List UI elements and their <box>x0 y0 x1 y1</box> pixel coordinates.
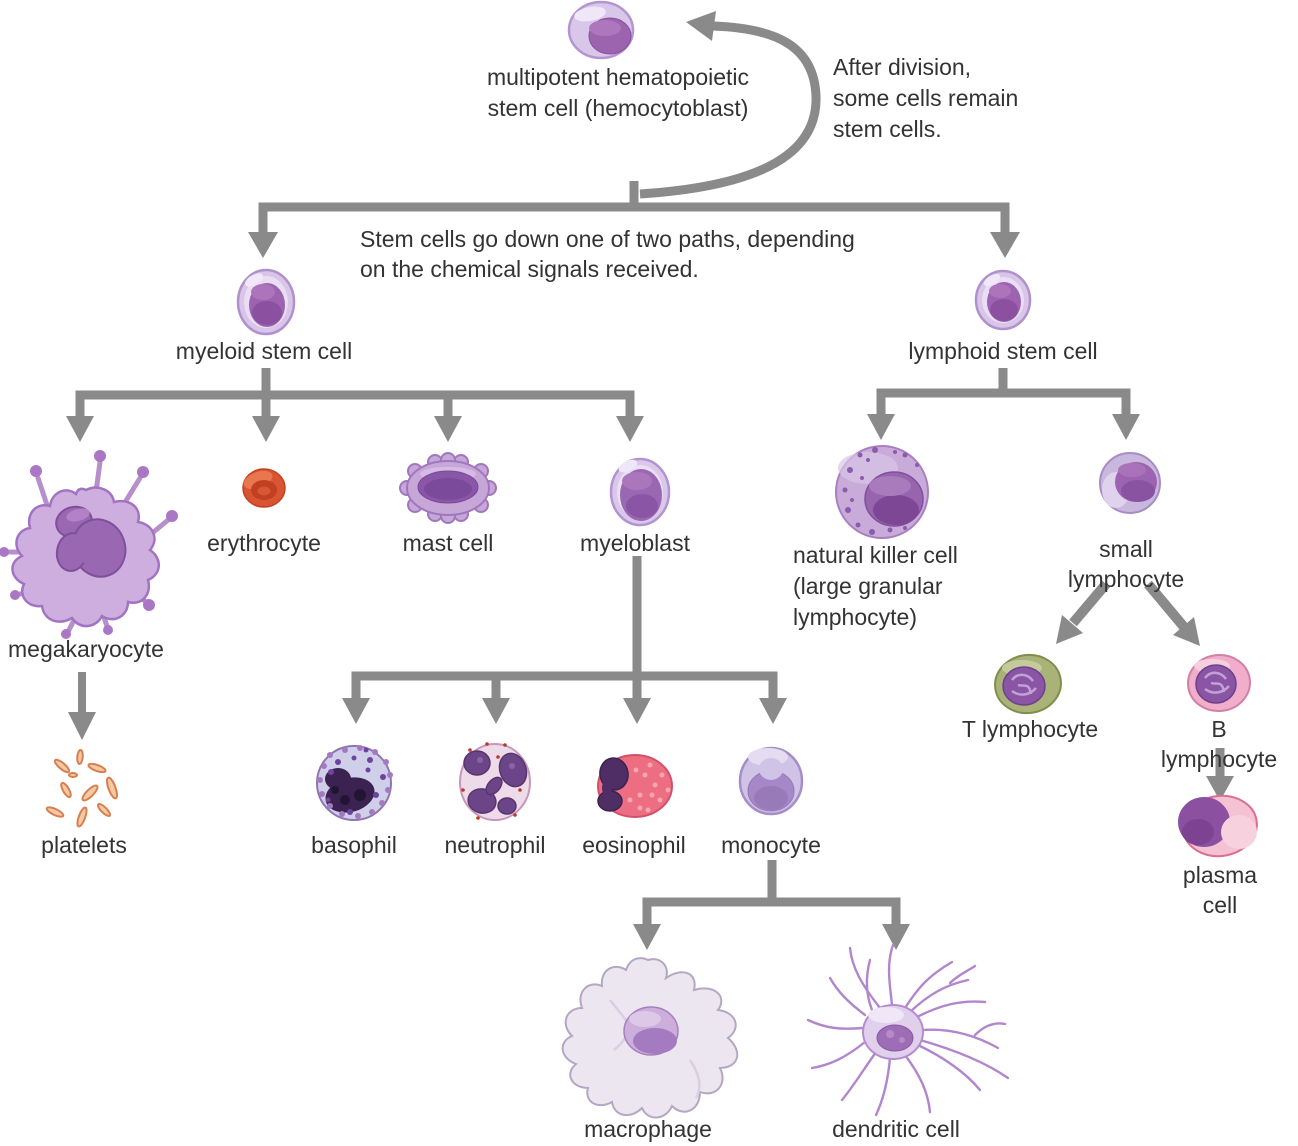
arrow-megakaryocyte-to-platelets <box>68 672 96 740</box>
macrophage-illustration <box>561 957 739 1119</box>
dendritic-cell-label: dendritic cell <box>832 1116 960 1142</box>
platelets-label: platelets <box>41 832 127 858</box>
neutrophil-illustration <box>459 742 531 821</box>
eosinophil-illustration <box>597 754 673 818</box>
myeloid-stem-cell-illustration <box>236 268 296 336</box>
myeloblast-illustration <box>609 457 671 527</box>
arrow-lymphoid-split <box>867 368 1140 440</box>
arrow-small-lymphocyte-to-t <box>1056 580 1110 644</box>
plasma-cell-illustration <box>1178 794 1258 858</box>
natural-killer-cell-label: natural killer cell (large granular lymp… <box>793 542 958 630</box>
platelets-illustration <box>45 749 118 828</box>
dendritic-cell-illustration <box>806 943 1010 1117</box>
mast-cell-illustration <box>399 452 497 524</box>
arrow-myeloblast-split <box>342 556 787 724</box>
basophil-label: basophil <box>311 832 397 858</box>
hemocytoblast-label: multipotent hematopoietic stem cell (hem… <box>486 64 750 121</box>
small-lymphocyte-label: small lymphocyte <box>1067 536 1185 592</box>
erythrocyte-label: erythrocyte <box>207 530 321 556</box>
myeloid-stem-cell-label: myeloid stem cell <box>175 338 353 364</box>
two-paths-note: Stem cells go down one of two paths, dep… <box>360 226 855 282</box>
megakaryocyte-illustration <box>0 450 178 639</box>
arrow-monocyte-split <box>633 860 910 950</box>
basophil-illustration <box>316 745 393 821</box>
t-lymphocyte-illustration <box>994 653 1062 715</box>
arrow-myeloid-split <box>66 368 644 442</box>
monocyte-illustration <box>738 746 804 816</box>
arrow-b-to-plasma <box>1206 748 1234 801</box>
monocyte-label: monocyte <box>721 832 821 858</box>
after-division-note: After division, some cells remain stem c… <box>833 54 1019 142</box>
neutrophil-label: neutrophil <box>444 832 546 858</box>
megakaryocyte-label: megakaryocyte <box>8 636 164 662</box>
hemocytoblast-cell-illustration <box>567 0 635 60</box>
erythrocyte-illustration <box>242 468 286 508</box>
plasma-cell-label: plasma cell <box>1182 862 1258 918</box>
lymphoid-stem-cell-illustration <box>974 269 1032 331</box>
t-lymphocyte-label: T lymphocyte <box>961 716 1099 742</box>
small-lymphocyte-illustration <box>1099 452 1161 514</box>
eosinophil-label: eosinophil <box>582 832 686 858</box>
self-renewal-curved-arrow <box>639 11 821 199</box>
lymphoid-stem-cell-label: lymphoid stem cell <box>908 338 1098 364</box>
b-lymphocyte-illustration <box>1187 653 1251 713</box>
b-lymphocyte-label: B lymphocyte <box>1160 716 1278 772</box>
mast-cell-label: mast cell <box>402 530 494 556</box>
arrow-small-lymphocyte-to-b <box>1144 580 1200 646</box>
arrow-root-split <box>248 181 1020 258</box>
myeloblast-label: myeloblast <box>580 530 690 556</box>
macrophage-label: macrophage <box>584 1116 712 1142</box>
natural-killer-cell-illustration <box>835 445 929 539</box>
